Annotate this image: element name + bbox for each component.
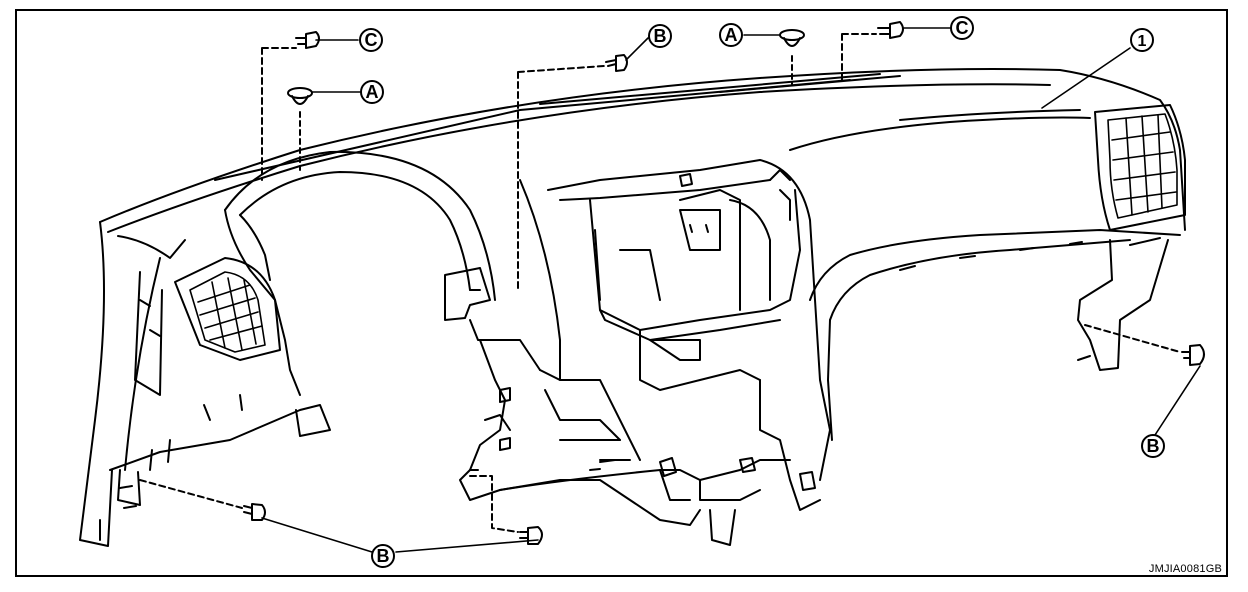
screw-b-right [1084,324,1205,366]
diagram-frame [15,9,1228,577]
callout-a-right: A [725,25,738,45]
callout-c-right: C [956,18,969,38]
right-vent-grille [1107,113,1178,219]
callout-b-top: B [654,26,667,46]
callout-circles [359,16,1165,568]
callout-part-1: 1 [1138,33,1147,50]
callout-c-left: C [365,30,378,50]
screw-c-left [261,31,320,181]
figure-code: JMJIA0081GB [1148,563,1222,575]
clip-a-left [287,87,313,171]
leader-lines [261,27,1201,553]
screw-c-right [841,21,904,83]
callout-b-bottom: B [377,546,390,566]
instrument-panel-body [79,68,1186,547]
callout-b-right: B [1147,436,1160,456]
left-vent-grille [189,271,266,353]
screw-b-bottom-left [139,479,266,521]
screw-b-bottom-center [469,475,543,545]
callout-a-left: A [366,82,379,102]
screw-b-top [517,54,628,291]
